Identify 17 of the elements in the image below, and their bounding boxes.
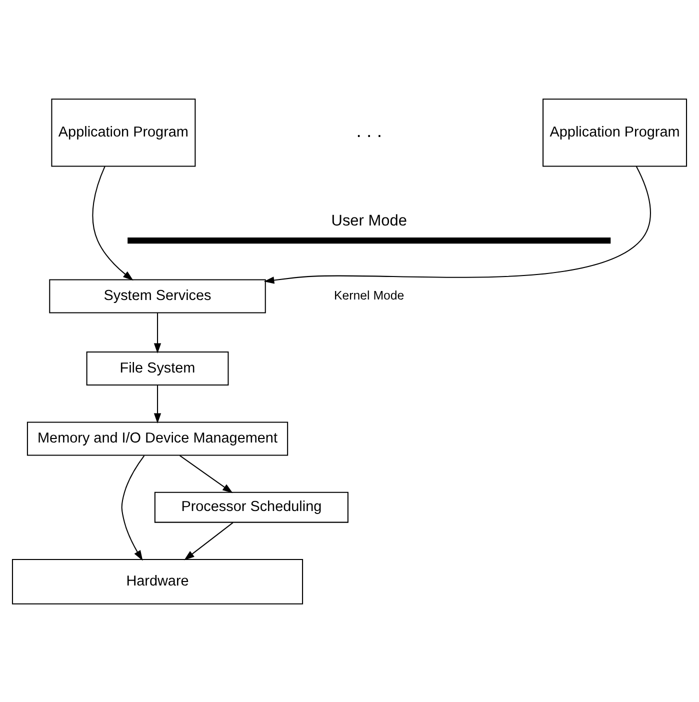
arrow bbox=[92, 166, 134, 280]
node-box: Memory and I/O Device Management bbox=[26, 421, 288, 456]
node-box: File System bbox=[86, 351, 229, 386]
label: Kernel Mode bbox=[334, 288, 404, 302]
arrow bbox=[179, 454, 233, 493]
arrow bbox=[121, 454, 145, 560]
node-box: Hardware bbox=[12, 558, 304, 604]
node-box: Application Program bbox=[542, 98, 688, 166]
arrow bbox=[184, 522, 234, 560]
arrow bbox=[154, 384, 162, 424]
node-box: Processor Scheduling bbox=[154, 491, 348, 522]
arrow bbox=[154, 312, 162, 354]
node-box: System Services bbox=[49, 278, 266, 313]
label: . . . bbox=[356, 120, 382, 141]
node-box: Application Program bbox=[51, 98, 196, 166]
label: User Mode bbox=[331, 212, 407, 230]
arrow bbox=[264, 166, 651, 284]
